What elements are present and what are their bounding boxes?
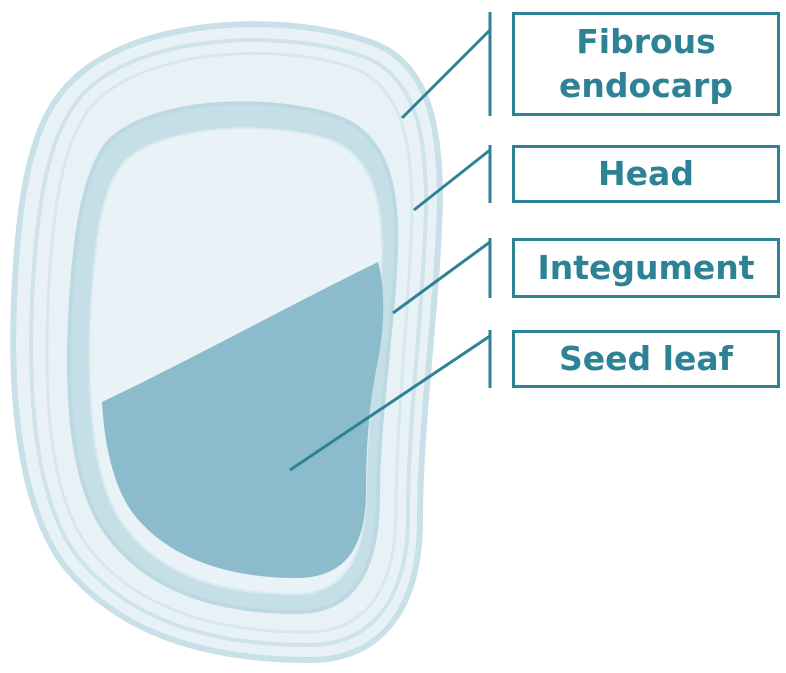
label-seed-leaf-text: Seed leaf bbox=[559, 337, 733, 381]
label-integument: Integument bbox=[512, 238, 780, 298]
label-fibrous-endocarp: Fibrous endocarp bbox=[512, 12, 780, 116]
label-seed-leaf: Seed leaf bbox=[512, 330, 780, 388]
label-head: Head bbox=[512, 145, 780, 203]
label-head-text: Head bbox=[598, 152, 694, 196]
label-integument-text: Integument bbox=[537, 246, 754, 290]
label-fibrous-endocarp-text: Fibrous endocarp bbox=[515, 20, 777, 108]
